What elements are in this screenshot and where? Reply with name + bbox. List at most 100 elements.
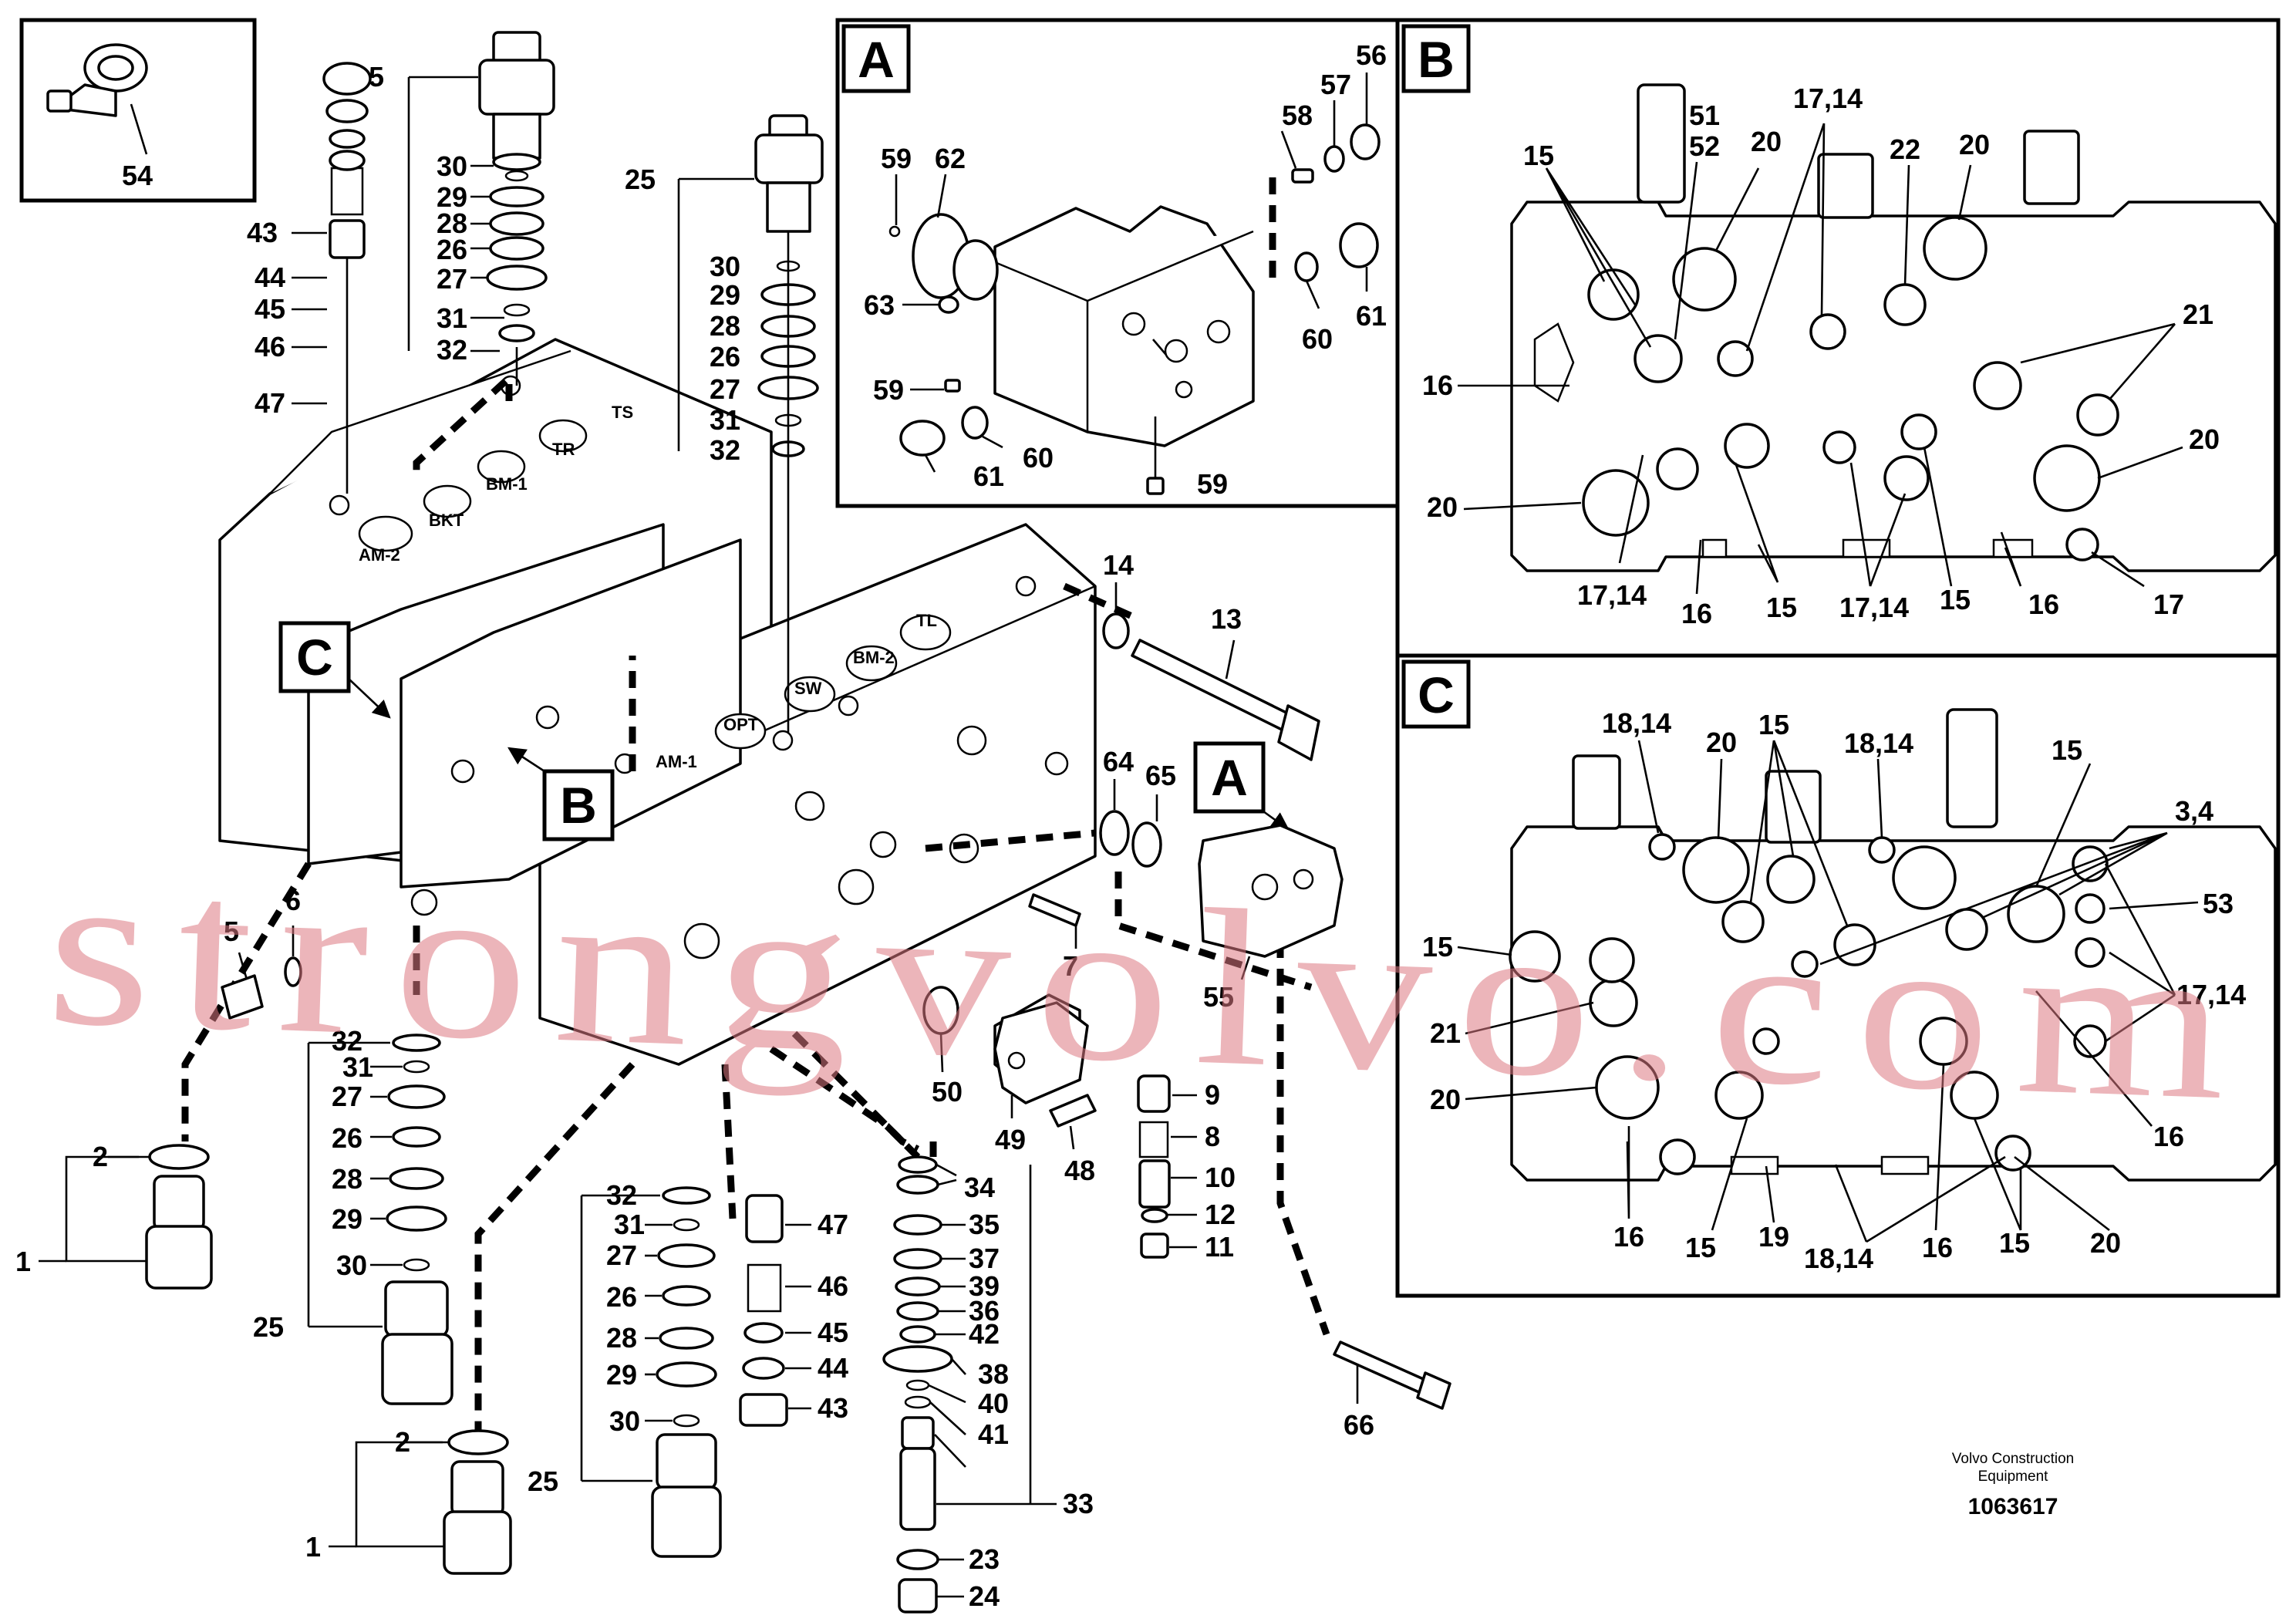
part-number-label: 3,4	[2175, 795, 2213, 827]
detail-panel-c: C	[1395, 653, 2281, 1298]
part-number-label: 31	[710, 404, 740, 436]
part-number-label: 6	[285, 885, 301, 916]
part-number-label: 26	[437, 234, 467, 265]
cartridge-stack-lower-left-a: 2 1	[15, 1141, 213, 1290]
part-number-label: 8	[1205, 1121, 1220, 1152]
part-number-label: 34	[964, 1172, 995, 1203]
part-number-label: 26	[606, 1281, 637, 1313]
part-number-label: 17,14	[1577, 579, 1647, 611]
part-number-label: 15	[1422, 931, 1453, 963]
cover-49-group: 50 49 48	[922, 986, 1097, 1186]
part-number-label: 28	[437, 207, 467, 239]
part-number-label: 32	[332, 1025, 362, 1057]
part-number-label: 30	[710, 251, 740, 282]
part-number-label: 48	[1064, 1155, 1095, 1186]
part-number-label: 2	[395, 1426, 410, 1458]
panel-a-letter: A	[858, 31, 895, 88]
part-number-label: 1	[15, 1246, 31, 1277]
part-number-label: 59	[873, 374, 904, 406]
part-number-label: 31	[437, 302, 467, 334]
part-number-label: 20	[1430, 1084, 1461, 1115]
part-number-label: 46	[255, 331, 285, 363]
part-number-label: 45	[255, 293, 285, 325]
part-number-label: 27	[710, 373, 740, 405]
port-ts: TS	[612, 403, 633, 422]
part-number-label: 42	[969, 1318, 1000, 1350]
part-number-label: 61	[973, 460, 1004, 492]
bolt-66: 66	[1333, 1340, 1451, 1441]
part-number-label: 33	[1063, 1488, 1094, 1519]
eye-bolt-icon	[46, 43, 148, 117]
part-number-label: 59	[1197, 468, 1228, 500]
stud-7: 7	[1028, 893, 1081, 982]
part-number-label: 23	[969, 1543, 1000, 1575]
part-number-label: 26	[710, 341, 740, 373]
part-number-label: 49	[995, 1124, 1026, 1155]
part-number-label: 20	[2090, 1227, 2121, 1259]
port-tr: TR	[552, 440, 575, 459]
part-number-label: 7	[1063, 950, 1078, 982]
part-number-label: 20	[1751, 126, 1782, 157]
footer-title-block: Volvo Construction Equipment 1063617	[1952, 1451, 2074, 1519]
part-number-label: 28	[606, 1322, 637, 1354]
part-number-label: 11	[1205, 1231, 1234, 1263]
part-number-label: 21	[2183, 298, 2213, 330]
part-number-label: 50	[932, 1076, 963, 1108]
part-number-label: 15	[2052, 734, 2082, 766]
stack-8-12: 9 8 10 12 11	[1137, 1074, 1236, 1263]
part-number-label: 15	[1766, 592, 1797, 623]
part-number-label: 20	[1427, 491, 1458, 523]
part-number-label: 56	[1356, 39, 1387, 71]
part-number-label: 63	[864, 289, 895, 321]
cartridge-stack-mid: 25 30 29 28 26 27 31 32	[625, 114, 824, 733]
label-54: 54	[122, 160, 153, 191]
detail-panel-b: B	[1395, 18, 2281, 658]
part-number-label: 14	[1103, 549, 1134, 581]
part-number-label: 66	[1344, 1409, 1374, 1441]
part-number-label: 38	[978, 1358, 1009, 1390]
part-number-label: 43	[818, 1392, 848, 1424]
cartridge-stack-lower-left-b: 32 31 27 26 28 29 30 25	[253, 1025, 453, 1405]
part-number-label: 29	[437, 181, 467, 213]
part-number-label: 18,14	[1844, 727, 1913, 759]
part-number-label: 30	[437, 150, 467, 182]
part-number-label: 32	[710, 434, 740, 466]
detail-panel-a: A	[835, 18, 1400, 508]
part-number-label: 21	[1430, 1017, 1461, 1049]
relief-stack-upper: 43 44 45 46 47	[247, 62, 372, 494]
port-am1: AM-1	[656, 752, 697, 771]
part-number-label: B	[560, 777, 597, 834]
part-number-label: 15	[1999, 1227, 2030, 1259]
part-number-label: 44	[255, 261, 285, 293]
part-number-label: 17	[2153, 588, 2184, 620]
port-sw: SW	[794, 679, 822, 698]
part-number-label: 24	[969, 1580, 1000, 1612]
part-number-label: 28	[332, 1163, 362, 1195]
part-number-label: 15	[1940, 584, 1971, 615]
port-opt: OPT	[723, 715, 759, 734]
part-number-label: 22	[1890, 133, 1920, 165]
part-number-label: 60	[1302, 323, 1333, 355]
part-number-label: 28	[710, 310, 740, 342]
part-number-label: 12	[1205, 1199, 1236, 1230]
module-55-group: 64 65 55	[1099, 746, 1344, 1013]
part-number-label: 31	[614, 1209, 645, 1240]
part-number-label: 61	[1356, 300, 1387, 332]
port-bm2: BM-2	[853, 648, 895, 667]
part-number-label: 16	[1681, 598, 1712, 629]
stack-33: 34 35 37 39 36 42 38 40 41 33 23 24	[882, 1155, 1094, 1614]
part-number-label: 59	[881, 143, 912, 174]
part-number-label: 35	[969, 1209, 1000, 1240]
part-number-label: 18,14	[1804, 1243, 1873, 1274]
relief-stack-lower: 47 46 45 44 43	[739, 1194, 848, 1427]
part-number-label: 29	[332, 1203, 362, 1235]
part-number-label: 29	[606, 1359, 637, 1391]
part-number-label: 13	[1211, 603, 1242, 635]
part-number-label: 27	[606, 1239, 637, 1271]
part-number-label: 31	[342, 1051, 373, 1083]
part-number-label: 45	[818, 1317, 848, 1348]
part-number-label: 2	[93, 1141, 108, 1172]
part-number-label: 53	[2203, 888, 2234, 919]
part-number-label: 19	[1758, 1221, 1789, 1253]
